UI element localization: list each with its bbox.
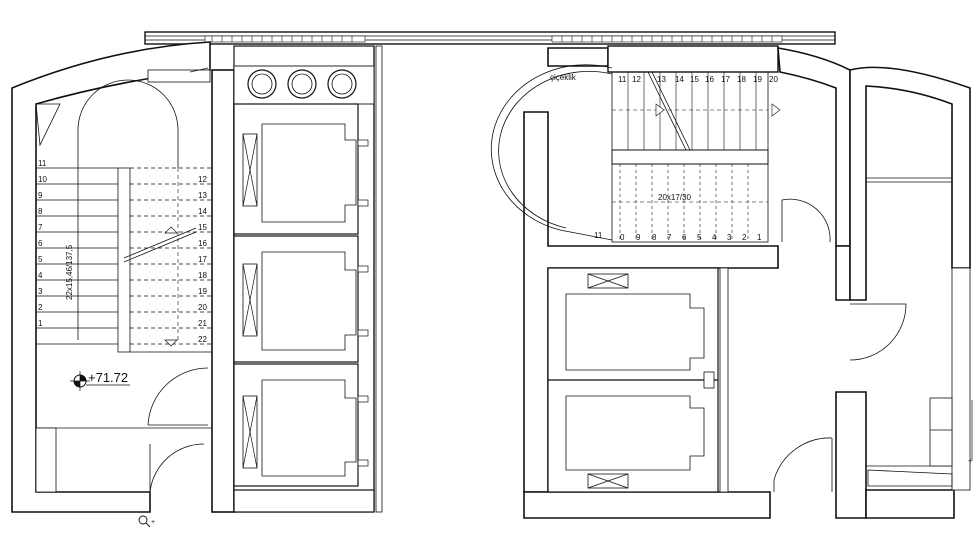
right-step-label: 14 xyxy=(198,207,207,216)
right-step-label: 19 xyxy=(198,287,207,296)
right-step-label: 21 xyxy=(198,319,207,328)
left-stair-room: 11 10 9 8 7 6 5 4 3 2 1 12 13 14 15 16 1… xyxy=(11,41,235,528)
zoom-marker-icon: + xyxy=(138,515,155,528)
top-step-label: 13 xyxy=(657,75,666,84)
left-step-label: 1 xyxy=(38,319,43,328)
top-step-label: 19 xyxy=(753,75,762,84)
left-step-label: 3 xyxy=(38,287,43,296)
top-step-label: 14 xyxy=(675,75,684,84)
left-step-label: 8 xyxy=(38,207,43,216)
bottom-step-label: 6 xyxy=(682,233,687,242)
bottom-step-label: 3 xyxy=(727,233,732,242)
left-step-label: 4 xyxy=(38,271,43,280)
elevation-label: +71.72 xyxy=(88,370,128,385)
top-step-label: 11 xyxy=(618,75,627,84)
left-step-label: 10 xyxy=(38,175,47,184)
top-step-label: 12 xyxy=(632,75,641,84)
bottom-step-label: 0 xyxy=(620,233,625,242)
right-step-label: 13 xyxy=(198,191,207,200)
left-step-label: 2 xyxy=(38,303,43,312)
top-step-label: 18 xyxy=(737,75,746,84)
left-step-label: 6 xyxy=(38,239,43,248)
svg-text:+: + xyxy=(151,519,155,526)
bottom-step-label: 1 xyxy=(757,233,762,242)
left-step-label: 9 xyxy=(38,191,43,200)
left-step-label: 11 xyxy=(38,159,47,168)
left-step-label: 7 xyxy=(38,223,43,232)
svg-text:÷: ÷ xyxy=(968,456,973,466)
top-step-label: 17 xyxy=(721,75,730,84)
bottom-step-label: 9 xyxy=(636,233,641,242)
bottom-step-label: 8 xyxy=(652,233,657,242)
top-step-label: 15 xyxy=(690,75,699,84)
right-step-label: 22 xyxy=(198,335,207,344)
top-step-label: 16 xyxy=(705,75,714,84)
bottom-step-label: 4 xyxy=(712,233,717,242)
top-step-label: 20 xyxy=(769,75,778,84)
right-step-label: 12 xyxy=(198,175,207,184)
facade-strip xyxy=(144,31,836,45)
right-step-label: 17 xyxy=(198,255,207,264)
right-step-label: 18 xyxy=(198,271,207,280)
right-corridor: ÷ xyxy=(835,66,973,519)
right-step-label: 20 xyxy=(198,303,207,312)
bottom-step-label: 5 xyxy=(697,233,702,242)
right-stair-room: çiçeklik 11 12 13 14 15 xyxy=(490,45,867,519)
right-step-label: 16 xyxy=(198,239,207,248)
left-step-label: 5 xyxy=(38,255,43,264)
right-step-label: 15 xyxy=(198,223,207,232)
right-stair-dimension-label: 20x17/30 xyxy=(658,193,691,202)
bottom-step-label: 11 xyxy=(594,231,603,240)
elevation-marker xyxy=(70,371,130,391)
left-elevator-block xyxy=(233,45,383,513)
bottom-step-label: 2 xyxy=(742,233,747,242)
stair-dimension-label: 22x15,46/137,5 xyxy=(65,244,74,300)
bottom-step-label: 7 xyxy=(667,233,672,242)
flower-box-label: çiçeklik xyxy=(550,73,577,82)
